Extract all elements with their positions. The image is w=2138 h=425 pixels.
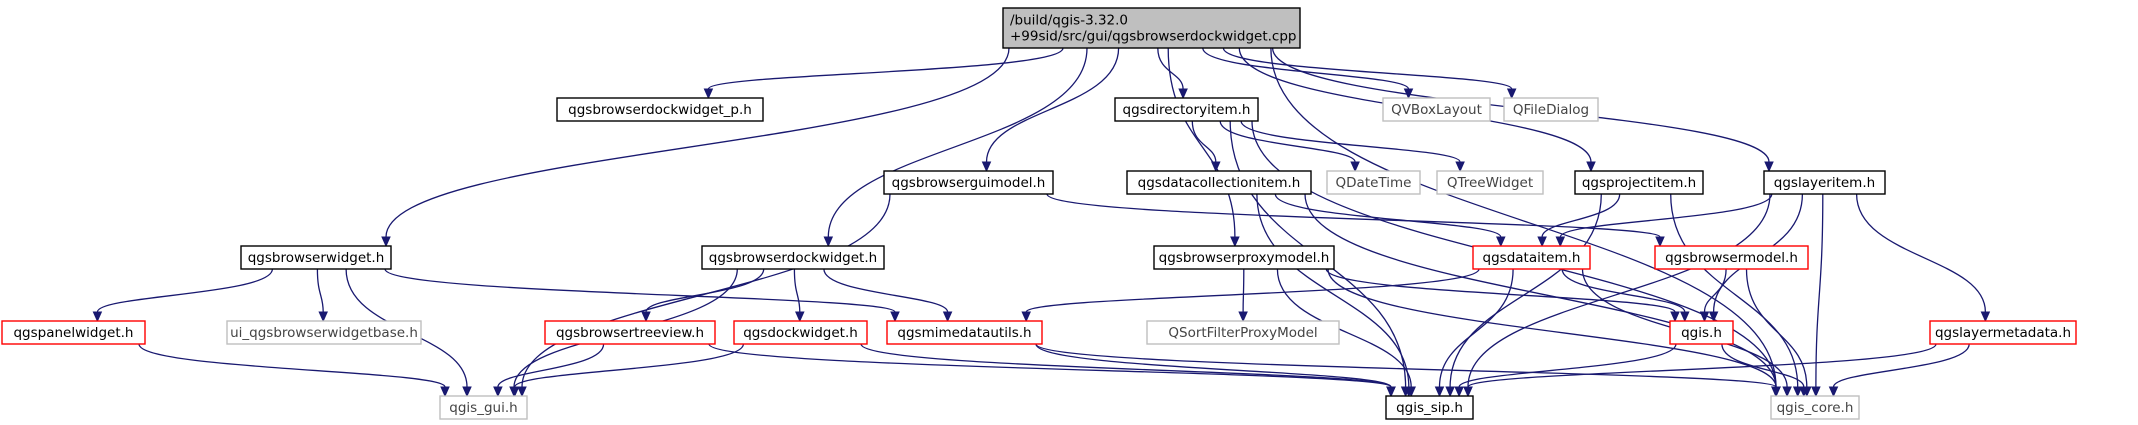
edge-dockwidget-to-qgis_gui: [509, 343, 745, 398]
edge-datacollectionitem-to-qgis_sip: [1256, 193, 1414, 398]
node-label-root-line-1: +99sid/src/gui/qgsbrowserdockwidget.cpp: [1010, 29, 1296, 45]
edge-qgis_h-to-qgis_sip: [1454, 343, 1677, 398]
node-label-dockwidget: qgsdockwidget.h: [743, 325, 858, 341]
node-root[interactable]: /build/qgis-3.32.0+99sid/src/gui/qgsbrow…: [1002, 7, 1301, 49]
edge-dataitem-to-qgis_sip: [1434, 268, 1514, 398]
edge-treeview-to-qgis_sip: [708, 343, 1396, 398]
node-label-layeritem: qgslayeritem.h: [1774, 175, 1875, 191]
node-browserwidget[interactable]: qgsbrowserwidget.h: [240, 245, 392, 270]
edge-dockwidget_h-to-mimedatautils: [823, 268, 953, 323]
edge-layermetadata-to-qgis_core: [1828, 343, 1970, 398]
node-label-ui_base: ui_qgsbrowserwidgetbase.h: [230, 325, 418, 341]
node-projectitem[interactable]: qgsprojectitem.h: [1574, 170, 1704, 195]
node-panelwidget[interactable]: qgspanelwidget.h: [1, 320, 146, 345]
edge-root-to-guimodel: [981, 47, 1120, 173]
node-label-qsortfilter: QSortFilterProxyModel: [1168, 325, 1317, 341]
edge-directoryitem-to-qdatetime: [1219, 120, 1360, 173]
edge-root-to-directoryitem: [1157, 47, 1188, 100]
node-datacollectionitem[interactable]: qgsdatacollectionitem.h: [1126, 170, 1312, 195]
edge-panelwidget-to-qgis_gui: [138, 343, 450, 398]
edge-projectitem-to-dataitem: [1537, 193, 1621, 248]
node-label-layermetadata: qgslayermetadata.h: [1935, 325, 2071, 341]
node-mimedatautils[interactable]: qgsmimedatautils.h: [886, 320, 1043, 345]
node-label-qdatetime: QDateTime: [1336, 175, 1412, 191]
node-label-dockwidget_p: qgsbrowserdockwidget_p.h: [568, 102, 752, 118]
edge-dataitem-to-qgis_h: [1561, 268, 1690, 323]
edge-datacollectionitem-to-dataitem: [1274, 193, 1506, 248]
edge-root-to-qfiledialog: [1222, 47, 1517, 100]
edge-dockwidget_h-to-treeview: [641, 268, 765, 323]
node-qgis_sip[interactable]: qgis_sip.h: [1385, 395, 1474, 420]
node-qgis_core: qgis_core.h: [1770, 395, 1860, 420]
node-label-proxymodel: qgsbrowserproxymodel.h: [1159, 250, 1330, 266]
edge-root-to-proxymodel: [1167, 47, 1240, 248]
node-guimodel[interactable]: qgsbrowserguimodel.h: [883, 170, 1054, 195]
node-qdatetime: QDateTime: [1326, 170, 1421, 195]
node-dockwidget_p[interactable]: qgsbrowserdockwidget_p.h: [556, 97, 764, 122]
node-label-browserwidget: qgsbrowserwidget.h: [248, 250, 385, 266]
node-label-guimodel: qgsbrowserguimodel.h: [892, 175, 1046, 191]
edge-qgis_h-to-qgis_core: [1721, 343, 1809, 398]
edge-browserwidget-to-ui_base: [316, 268, 328, 323]
node-ui_base: ui_qgsbrowserwidgetbase.h: [226, 320, 422, 345]
node-label-directoryitem: qgsdirectoryitem.h: [1123, 102, 1251, 118]
edge-root-to-dockwidget_h: [823, 47, 1088, 248]
edge-directoryitem-to-qtreewidget: [1240, 120, 1465, 173]
node-label-datacollectionitem: qgsdatacollectionitem.h: [1138, 175, 1301, 191]
edge-layeritem-to-dataitem: [1555, 193, 1773, 248]
node-qgis_gui: qgis_gui.h: [439, 395, 528, 420]
node-label-mimedatautils: qgsmimedatautils.h: [897, 325, 1031, 341]
node-directoryitem[interactable]: qgsdirectoryitem.h: [1114, 97, 1259, 122]
edge-directoryitem-to-datacollectionitem: [1191, 120, 1221, 173]
edge-dataitem-to-mimedatautils: [1021, 268, 1480, 323]
edge-browsermodel-to-qgis_h: [1699, 268, 1727, 323]
node-treeview[interactable]: qgsbrowsertreeview.h: [544, 320, 716, 345]
node-label-dockwidget_h: qgsbrowserdockwidget.h: [709, 250, 877, 266]
node-qsortfilter: QSortFilterProxyModel: [1146, 320, 1340, 345]
node-dockwidget_h[interactable]: qgsbrowserdockwidget.h: [701, 245, 885, 270]
edge-dockwidget-to-qgis_sip: [860, 343, 1396, 398]
node-layeritem[interactable]: qgslayeritem.h: [1763, 170, 1886, 195]
node-proxymodel[interactable]: qgsbrowserproxymodel.h: [1153, 245, 1335, 270]
node-label-treeview: qgsbrowsertreeview.h: [556, 325, 704, 341]
edge-proxymodel-to-qgis_h: [1325, 268, 1680, 323]
node-label-qgis_h: qgis.h: [1681, 325, 1722, 341]
edge-layeritem-to-layermetadata: [1855, 193, 1991, 323]
edge-dockwidget_h-to-dockwidget: [793, 268, 805, 323]
node-qgis_h[interactable]: qgis.h: [1669, 320, 1734, 345]
node-label-panelwidget: qgspanelwidget.h: [13, 325, 133, 341]
edge-browserwidget-to-mimedatautils: [384, 268, 900, 323]
node-label-root-line-0: /build/qgis-3.32.0: [1010, 13, 1128, 29]
node-label-qgis_gui: qgis_gui.h: [449, 400, 517, 416]
edge-browsermodel-to-qgis_core: [1745, 268, 1812, 398]
node-qtreewidget: QTreeWidget: [1436, 170, 1544, 195]
node-dockwidget[interactable]: qgsdockwidget.h: [733, 320, 868, 345]
edge-layermetadata-to-qgis_sip: [1463, 343, 1937, 398]
edge-mimedatautils-to-qgis_sip: [1035, 343, 1396, 398]
node-label-qtreewidget: QTreeWidget: [1447, 175, 1533, 191]
edge-treeview-to-qgis_gui: [493, 343, 605, 398]
node-label-qgis_sip: qgis_sip.h: [1396, 400, 1463, 416]
edge-guimodel-to-browsermodel: [1046, 193, 1665, 248]
node-layermetadata[interactable]: qgslayermetadata.h: [1929, 320, 2077, 345]
node-label-qvboxlayout: QVBoxLayout: [1391, 102, 1482, 118]
edge-layeritem-to-qgis_core: [1811, 193, 1824, 398]
file-nodes: /build/qgis-3.32.0+99sid/src/gui/qgsbrow…: [1, 7, 2077, 420]
edge-root-to-dockwidget_p: [703, 47, 1064, 100]
node-qfiledialog: QFileDialog: [1503, 97, 1599, 122]
node-label-qgis_core: qgis_core.h: [1777, 400, 1854, 416]
edge-guimodel-to-qgis_gui: [517, 193, 891, 398]
node-label-projectitem: qgsprojectitem.h: [1582, 175, 1696, 191]
node-label-dataitem: qgsdataitem.h: [1483, 250, 1581, 266]
edge-projectitem-to-qgis_core: [1670, 193, 1803, 398]
node-browsermodel[interactable]: qgsbrowsermodel.h: [1654, 245, 1809, 270]
node-dataitem[interactable]: qgsdataitem.h: [1472, 245, 1591, 270]
edge-browserwidget-to-panelwidget: [92, 268, 274, 323]
node-label-browsermodel: qgsbrowsermodel.h: [1665, 250, 1798, 266]
edge-mimedatautils-to-qgis_core: [1035, 343, 1781, 398]
edge-root-to-browserwidget: [381, 47, 1010, 248]
node-qvboxlayout: QVBoxLayout: [1382, 97, 1491, 122]
node-label-qfiledialog: QFileDialog: [1513, 102, 1589, 118]
